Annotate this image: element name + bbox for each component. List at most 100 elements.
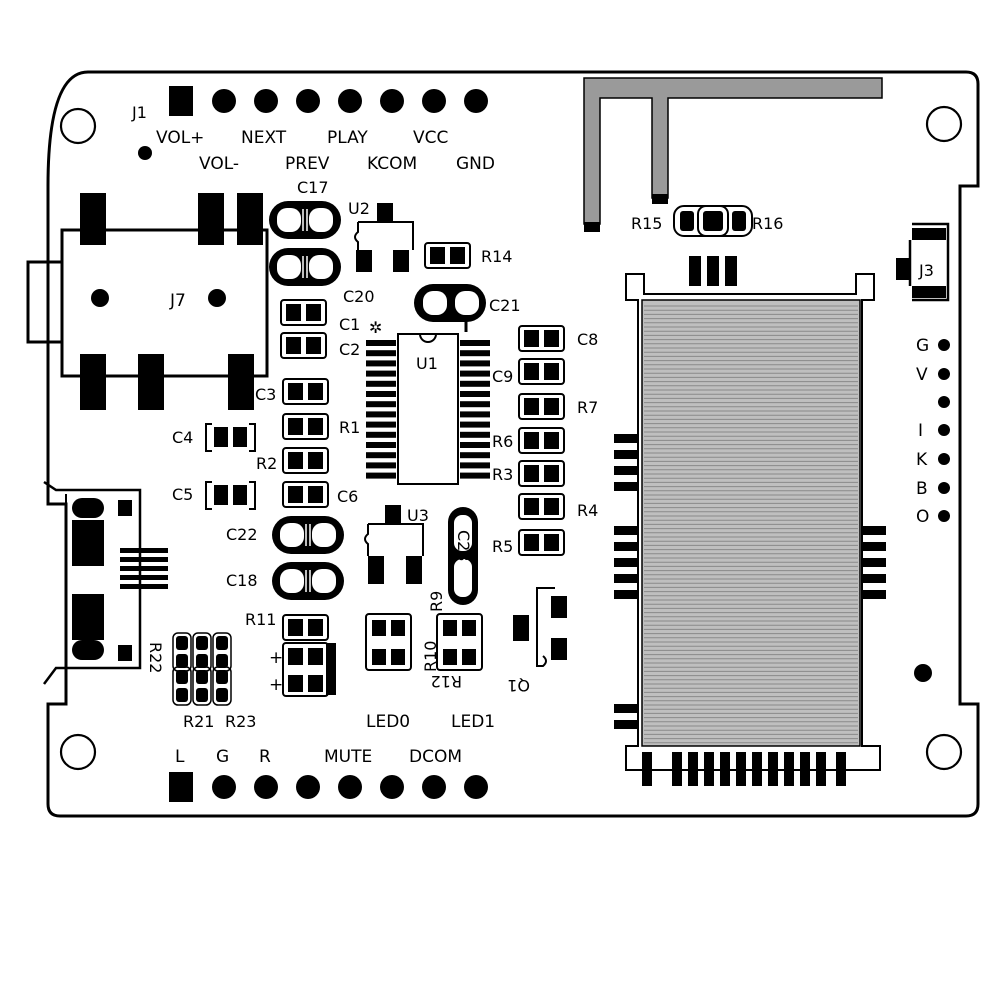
label-r15: R15 — [631, 214, 662, 233]
chip-u3 — [364, 505, 424, 584]
flex-bottom-pin — [642, 752, 652, 786]
label-pin-b: B — [916, 479, 928, 499]
u1-pin — [366, 401, 396, 408]
label-r14: R14 — [481, 247, 512, 266]
label-l: L — [175, 747, 185, 767]
label-c8: C8 — [577, 330, 598, 349]
flex-bottom-pin — [784, 752, 794, 786]
u1-pin — [366, 462, 396, 469]
flex-bottom-pin — [800, 752, 810, 786]
flex-bottom-pin — [688, 752, 698, 786]
u1-pin — [366, 421, 396, 428]
flex-left-pad — [614, 466, 638, 475]
flex-bottom-pin — [816, 752, 826, 786]
flex-left-pad — [614, 558, 638, 567]
flex-bottom-pin — [768, 752, 778, 786]
u1-pin — [366, 442, 396, 448]
label-g: G — [216, 747, 229, 767]
res-r12 — [436, 613, 483, 671]
label-pin-g: G — [916, 336, 929, 356]
res-r10 — [365, 613, 412, 671]
flex-right-pad — [862, 574, 886, 583]
flex-bottom-pin — [836, 752, 846, 786]
label-c22: C22 — [226, 525, 258, 544]
label-r: R — [259, 747, 271, 767]
u1-pin — [460, 391, 490, 397]
flex-right-pad — [862, 558, 886, 567]
label-u3: U3 — [407, 506, 429, 525]
label-c3: C3 — [255, 385, 276, 404]
label-r9: R9 — [427, 591, 446, 612]
u1-pin — [366, 370, 396, 377]
flex-bottom-pin — [752, 752, 762, 786]
u1-pin — [366, 340, 396, 346]
label-r12: R12 — [431, 672, 462, 691]
label-c21: C21 — [489, 296, 521, 315]
label-q1: Q1 — [507, 676, 530, 695]
u1-pin — [460, 431, 490, 438]
u1-pin — [366, 391, 396, 397]
u1-pin — [460, 380, 490, 387]
flex-left-pad — [614, 590, 638, 599]
antenna-trace — [583, 77, 883, 232]
usb-pin — [120, 584, 168, 589]
side-pins — [938, 339, 950, 522]
flex-right-pad — [862, 590, 886, 599]
label-dcom: DCOM — [409, 747, 462, 767]
usb-pin — [120, 548, 168, 553]
cap-c17 — [268, 200, 342, 240]
u1-pin — [366, 452, 396, 459]
cap-c18 — [271, 561, 345, 601]
label-r10: R10 — [421, 641, 440, 672]
label-u2: U2 — [348, 199, 370, 218]
chip-u1 — [366, 333, 490, 485]
label-prev: PREV — [285, 154, 330, 174]
label-gnd: GND — [456, 154, 495, 174]
label-r21: R21 — [183, 712, 214, 731]
u1-pin — [366, 431, 396, 438]
label-led1: LED1 — [451, 712, 495, 732]
flex-bottom-pin — [720, 752, 730, 786]
flex-bottom-pin — [672, 752, 682, 786]
u1-pin — [460, 472, 490, 479]
u1-pin — [366, 472, 396, 479]
u1-pin — [460, 462, 490, 469]
u1-pin — [460, 340, 490, 346]
pin1-marker: ✲ — [369, 318, 382, 337]
label-vol-minus: VOL- — [199, 154, 239, 174]
header-j1 — [169, 86, 488, 116]
u1-pin — [366, 350, 396, 357]
u1-pin — [366, 380, 396, 387]
label-pin-k: K — [916, 450, 928, 470]
label-c20: C20 — [343, 287, 375, 306]
flex-left-pad — [614, 450, 638, 459]
cap-c4 — [205, 423, 256, 452]
label-next: NEXT — [241, 128, 287, 148]
res-r15-r16 — [673, 205, 753, 237]
header-bottom — [169, 772, 488, 802]
label-r6: R6 — [492, 432, 513, 451]
u1-pin — [366, 411, 396, 418]
label-kcom: KCOM — [367, 154, 417, 174]
label-c5: C5 — [172, 485, 193, 504]
cap-c21 — [414, 284, 486, 332]
u1-pin — [460, 442, 490, 448]
u1-pin — [460, 401, 490, 408]
label-pin-v: V — [916, 365, 928, 385]
label-vol-plus: VOL+ — [156, 128, 204, 148]
usb-connector — [43, 480, 168, 685]
label-led0: LED0 — [366, 712, 410, 732]
label-c1: C1 — [339, 315, 360, 334]
label-r16: R16 — [752, 214, 783, 233]
plus-sign-1: + — [269, 648, 283, 668]
u1-pin — [460, 411, 490, 418]
flex-left-pad — [614, 720, 638, 729]
label-r22: R22 — [146, 642, 165, 673]
label-r5: R5 — [492, 537, 513, 556]
flex-left-pad — [614, 526, 638, 535]
u1-pin — [460, 350, 490, 357]
flex-left-pad — [614, 542, 638, 551]
flex-right-pad — [862, 526, 886, 535]
label-play: PLAY — [327, 128, 368, 148]
label-r1: R1 — [339, 418, 360, 437]
